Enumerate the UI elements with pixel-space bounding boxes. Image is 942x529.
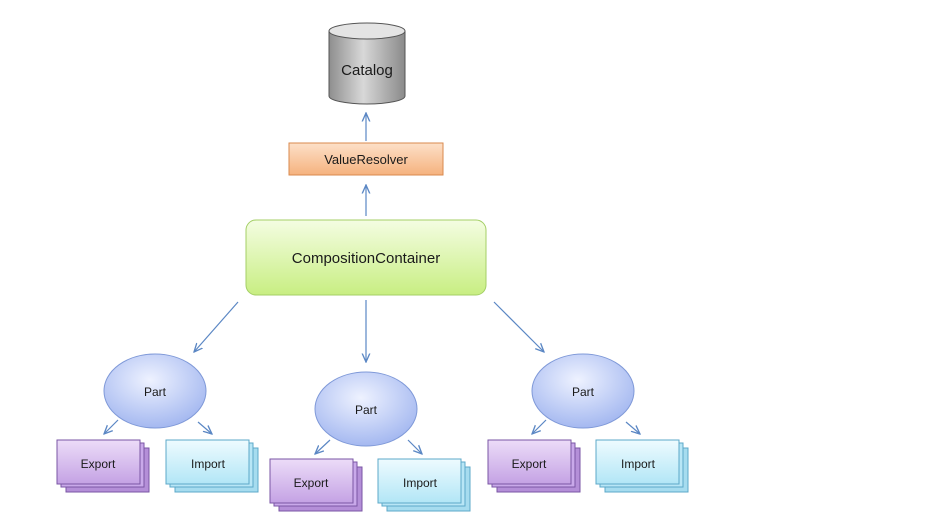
export-label: Export bbox=[512, 457, 547, 471]
import-stack: Import bbox=[165, 439, 259, 493]
import-stack: Import bbox=[377, 458, 471, 512]
arrow-part-to-import bbox=[197, 421, 212, 434]
arrow-container-to-part-1 bbox=[194, 301, 239, 352]
export-label: Export bbox=[294, 476, 329, 490]
arrow-part-to-export bbox=[315, 439, 331, 454]
export-stack: Export bbox=[269, 458, 363, 512]
part-label: Part bbox=[144, 385, 167, 399]
export-label: Export bbox=[81, 457, 116, 471]
arrow-part-to-import bbox=[407, 439, 422, 454]
part-group-3: Part Export Import bbox=[487, 353, 689, 493]
composition-container-label: CompositionContainer bbox=[292, 250, 440, 267]
part-node bbox=[314, 371, 418, 447]
composition-container-box: CompositionContainer bbox=[245, 219, 487, 296]
import-label: Import bbox=[191, 457, 226, 471]
import-label: Import bbox=[621, 457, 656, 471]
part-label: Part bbox=[572, 385, 595, 399]
value-resolver-label: ValueResolver bbox=[324, 152, 408, 167]
part-label: Part bbox=[355, 403, 378, 417]
arrow-container-to-part-3 bbox=[493, 301, 544, 352]
arrow-part-to-import bbox=[625, 421, 640, 434]
part-group-2: Part Export Import bbox=[269, 371, 471, 512]
catalog-label: Catalog bbox=[341, 62, 393, 79]
export-stack: Export bbox=[56, 439, 150, 493]
value-resolver-box: ValueResolver bbox=[288, 142, 444, 176]
part-node bbox=[103, 353, 207, 429]
catalog-database-icon: Catalog bbox=[328, 22, 406, 105]
arrow-part-to-export bbox=[532, 419, 547, 434]
part-node bbox=[531, 353, 635, 429]
import-label: Import bbox=[403, 476, 438, 490]
arrow-part-to-export bbox=[104, 419, 119, 434]
import-stack: Import bbox=[595, 439, 689, 493]
part-group-1: Part Export Import bbox=[56, 353, 259, 493]
export-stack: Export bbox=[487, 439, 581, 493]
